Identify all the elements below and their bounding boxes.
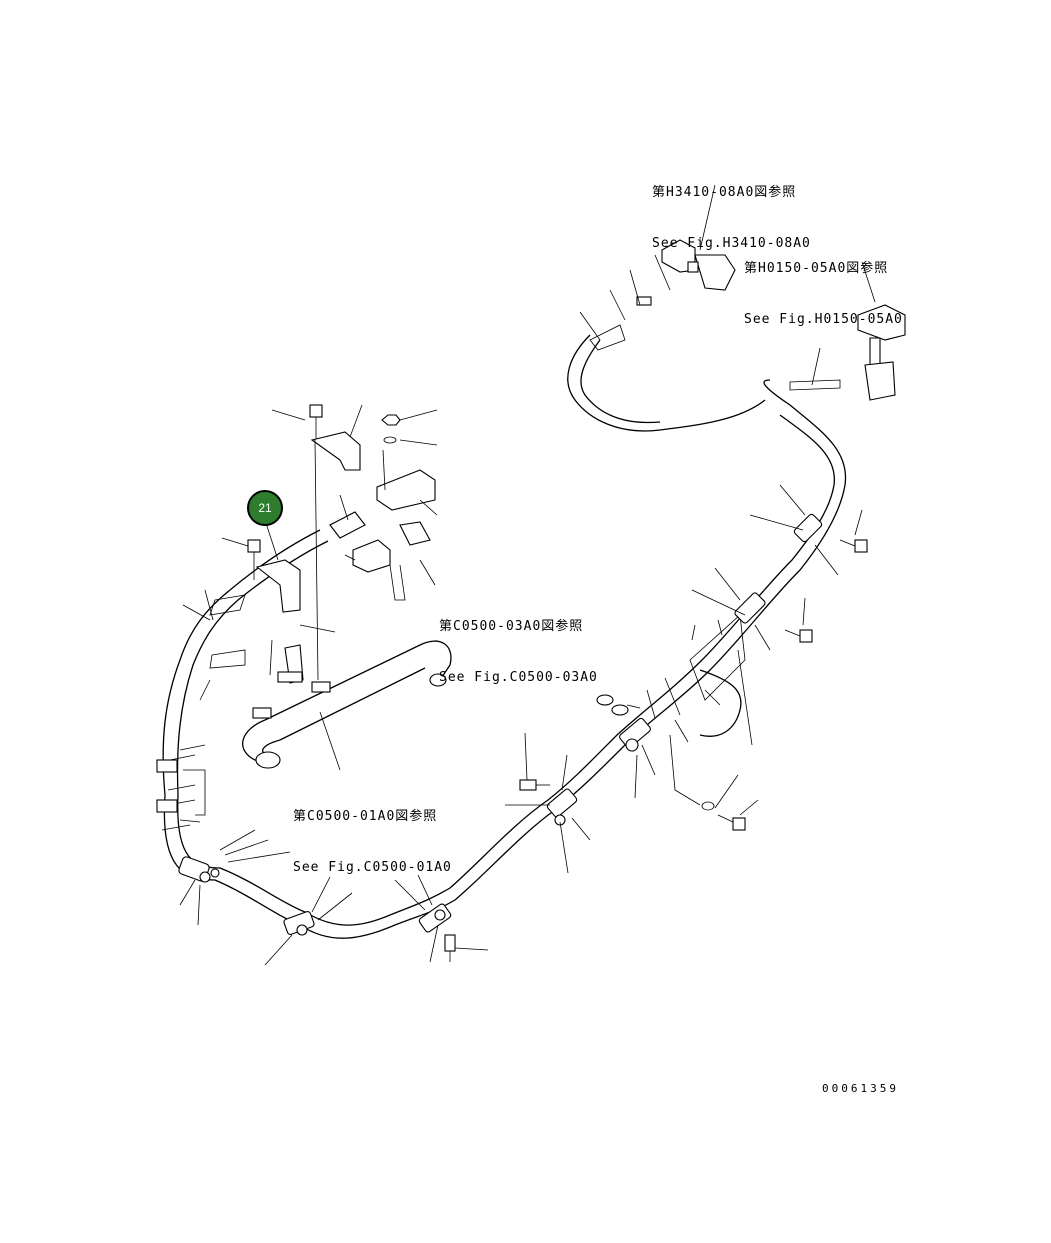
reference-c0500-01a0: 第C0500-01A0図参照 See Fig.C0500-01A0 (293, 774, 452, 893)
reference-h3410-08a0: 第H3410-08A0図参照 See Fig.H3410-08A0 (652, 150, 811, 269)
reference-c0500-03a0-jp: 第C0500-03A0図参照 (439, 619, 584, 634)
reference-h3410-08a0-jp: 第H3410-08A0図参照 (652, 185, 797, 200)
harness-tape-sections (156, 594, 746, 831)
reference-h0150-05a0: 第H0150-05A0図参照 See Fig.H0150-05A0 (744, 226, 903, 345)
reference-h3410-08a0-en: See Fig.H3410-08A0 (652, 236, 811, 251)
duct (242, 640, 452, 769)
brackets (255, 431, 436, 613)
part-callout-21[interactable]: 21 (247, 490, 283, 526)
reference-h0150-05a0-jp: 第H0150-05A0図参照 (744, 261, 889, 276)
reference-c0500-03a0: 第C0500-03A0図参照 See Fig.C0500-03A0 (439, 584, 598, 703)
connectors (277, 239, 906, 684)
harness-clamps (178, 513, 823, 936)
figure-number: 00061359 (822, 1082, 899, 1095)
reference-h0150-05a0-en: See Fig.H0150-05A0 (744, 312, 903, 327)
reference-c0500-03a0-en: See Fig.C0500-03A0 (439, 670, 598, 685)
reference-c0500-01a0-jp: 第C0500-01A0図参照 (293, 809, 438, 824)
bolts (247, 404, 868, 962)
leader-lines (179, 184, 876, 966)
reference-c0500-01a0-en: See Fig.C0500-01A0 (293, 860, 452, 875)
